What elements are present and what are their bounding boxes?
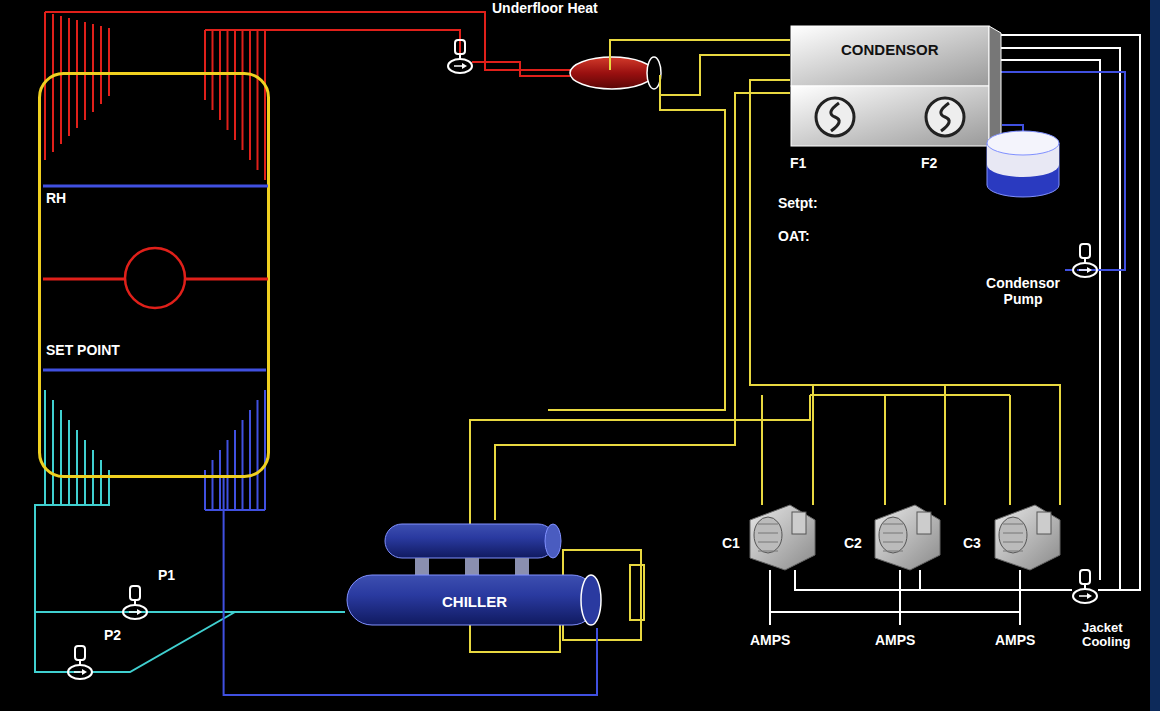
component-label: Jacket Cooling [1082,621,1146,648]
pipe-connector [224,478,597,695]
component-label: C2 [844,535,862,551]
meter-label: AMPS [875,632,915,648]
component-label: P1 [158,567,175,583]
node-label: CONDENSOR [841,41,939,58]
tank-outline: RH SET POINT [38,72,270,478]
meter-label: AMPS [750,632,790,648]
component-label: F1 [790,155,806,171]
node-label: RH [46,190,66,206]
node-label: SET POINT [46,342,120,358]
node-label: CHILLER [442,593,507,610]
pipe-connector [495,93,790,520]
readout-label: Setpt: [778,195,818,211]
meter-label: AMPS [995,632,1035,648]
component-label: Condensor Pump [977,275,1069,307]
condenser-box: CONDENSOR [790,25,1002,150]
pump-tank: Condensor Pump [975,125,1071,340]
component-label: P2 [104,627,121,643]
readout-label: OAT: [778,228,810,244]
component-label: Underfloor Heat [492,0,598,16]
chiller-vessel: CHILLER [345,520,603,628]
component-label: C1 [722,535,740,551]
component-label: F2 [921,155,937,171]
component-label: C3 [963,535,981,551]
